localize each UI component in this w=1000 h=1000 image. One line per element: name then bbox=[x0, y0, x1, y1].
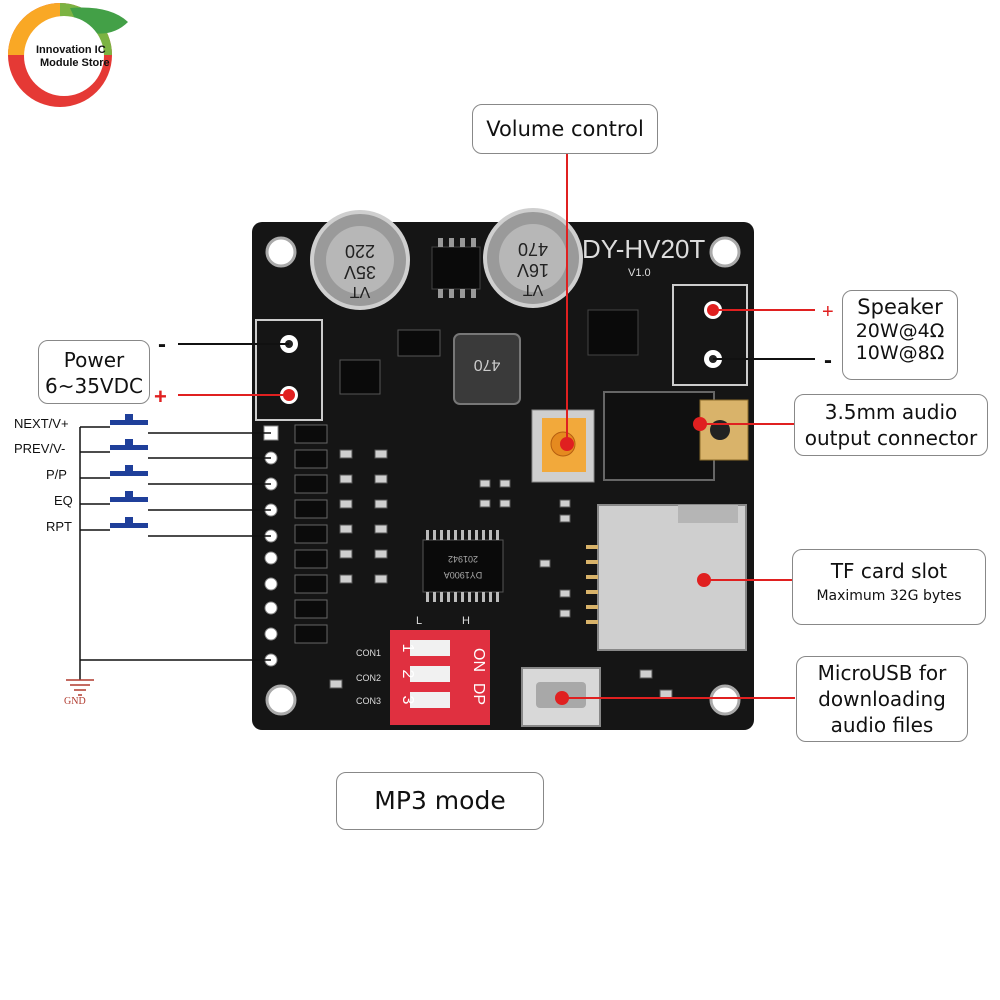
mounting-holes bbox=[265, 236, 741, 716]
volume-control-label: Volume control bbox=[486, 117, 644, 141]
chip-text-2: DY1900A bbox=[444, 570, 483, 580]
power-terminal bbox=[255, 319, 323, 421]
callout-volume-control: Volume control bbox=[472, 104, 658, 154]
callout-mode: MP3 mode bbox=[336, 772, 544, 830]
power-line2: 6~35VDC bbox=[45, 374, 143, 398]
callout-tf-card: TF card slot Maximum 32G bytes bbox=[792, 549, 986, 625]
switch-label-rpt: RPT bbox=[46, 519, 72, 534]
audio-out-line1: 3.5mm audio bbox=[824, 400, 958, 424]
inductor bbox=[453, 333, 521, 405]
usb-line2: downloading bbox=[818, 687, 946, 711]
tf-line2: Maximum 32G bytes bbox=[816, 588, 962, 604]
con2-label: CON2 bbox=[356, 673, 381, 683]
gnd-label: GND bbox=[64, 696, 86, 707]
callout-power: Power 6~35VDC bbox=[38, 340, 150, 404]
store-logo-icon bbox=[8, 3, 128, 107]
store-name-line2: Module Store bbox=[40, 57, 110, 69]
speaker-plus: + bbox=[822, 301, 834, 323]
speaker-line2: 20W@4Ω bbox=[855, 320, 945, 342]
power-plus: + bbox=[154, 384, 167, 409]
audio-out-line2: output connector bbox=[804, 426, 978, 450]
speaker-line1: Speaker bbox=[857, 295, 943, 319]
tf-card-slot bbox=[597, 504, 747, 651]
dip-num-2: 2 bbox=[399, 670, 416, 679]
cap-right-series: VT bbox=[523, 281, 544, 298]
speaker-terminal bbox=[672, 284, 748, 386]
speaker-minus: - bbox=[824, 347, 832, 374]
callout-microusb: MicroUSB for downloading audio files bbox=[796, 656, 968, 742]
mode-label: MP3 mode bbox=[374, 786, 506, 815]
dip-l: L bbox=[416, 615, 422, 627]
leader-lines bbox=[178, 152, 815, 699]
board-model: DY-HV20T bbox=[582, 234, 705, 264]
dip-h: H bbox=[462, 615, 470, 627]
speaker-line3: 10W@8Ω bbox=[855, 342, 945, 364]
dip-dp: DP bbox=[470, 683, 487, 705]
store-name-line1: Innovation IC bbox=[36, 44, 106, 56]
tf-line1: TF card slot bbox=[830, 559, 948, 583]
callout-audio-output: 3.5mm audio output connector bbox=[794, 394, 988, 456]
ground-icon bbox=[66, 679, 94, 696]
power-line1: Power bbox=[63, 348, 125, 372]
push-button-icons bbox=[110, 414, 148, 528]
cap-right-voltage: 16V bbox=[517, 260, 549, 280]
board-version: V1.0 bbox=[628, 267, 651, 279]
switch-label-next: NEXT/V+ bbox=[14, 416, 69, 431]
dip-num-3: 3 bbox=[399, 696, 416, 705]
switch-label-prev: PREV/V- bbox=[14, 441, 66, 456]
audio-jack bbox=[603, 391, 715, 481]
capacitor-left: 220 35V VT bbox=[310, 210, 410, 310]
capacitor-right: 470 16V VT bbox=[483, 208, 583, 308]
callout-speaker: Speaker 20W@4Ω 10W@8Ω bbox=[842, 290, 958, 380]
switch-label-eq: EQ bbox=[54, 493, 73, 508]
power-minus: - bbox=[158, 331, 166, 358]
cap-left-voltage: 35V bbox=[344, 262, 376, 282]
cap-left-series: VT bbox=[350, 283, 371, 300]
dip-on: ON bbox=[470, 648, 487, 672]
chip-text-1: 201942 bbox=[448, 554, 478, 564]
dip-num-1: 1 bbox=[399, 644, 416, 653]
con3-label: CON3 bbox=[356, 696, 381, 706]
usb-line3: audio files bbox=[830, 713, 934, 737]
inductor-label: 470 bbox=[474, 356, 501, 373]
usb-line1: MicroUSB for bbox=[817, 661, 947, 685]
cap-left-value: 220 bbox=[345, 241, 375, 261]
cap-right-value: 470 bbox=[518, 239, 548, 259]
decoder-chip bbox=[422, 539, 504, 593]
switch-label-pp: P/P bbox=[46, 467, 67, 482]
con1-label: CON1 bbox=[356, 648, 381, 658]
